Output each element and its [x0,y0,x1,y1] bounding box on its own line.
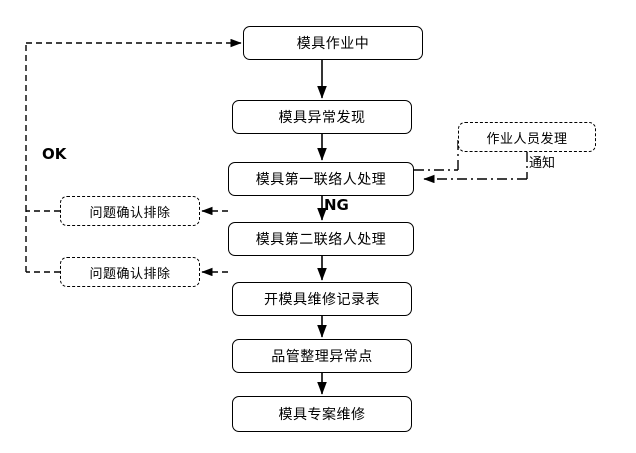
node-label: 模具第一联络人处理 [255,172,387,188]
edge-label-ng: NG [324,196,349,214]
node-label: 模具异常发现 [278,110,366,126]
node-open-repair-record[interactable]: 开模具维修记录表 [232,282,412,316]
node-qc-compile-abnormal-points[interactable]: 品管整理异常点 [232,339,412,373]
node-label: 模具作业中 [296,36,370,52]
node-label: 问题确认排除 [89,205,171,221]
node-label: 问题确认排除 [89,266,171,282]
node-operator-handling[interactable]: 作业人员发理 [458,122,596,152]
node-label: 模具专案维修 [278,407,366,423]
node-first-contact-handling[interactable]: 模具第一联络人处理 [228,162,414,196]
node-label: 作业人员发理 [486,131,568,147]
node-mold-project-repair[interactable]: 模具专案维修 [232,396,412,432]
node-label: 品管整理异常点 [271,349,373,365]
node-label: 开模具维修记录表 [264,292,380,308]
node-label: 模具第二联络人处理 [255,232,387,248]
node-problem-confirmed-resolved-upper[interactable]: 问题确认排除 [60,196,200,226]
node-problem-confirmed-resolved-lower[interactable]: 问题确认排除 [60,257,200,287]
edge-label-notify: 通知 [529,156,556,171]
edge-label-ok: OK [42,145,67,163]
node-mold-in-operation[interactable]: 模具作业中 [243,26,423,60]
node-mold-abnormality-found[interactable]: 模具异常发现 [232,100,412,134]
node-second-contact-handling[interactable]: 模具第二联络人处理 [228,222,414,256]
